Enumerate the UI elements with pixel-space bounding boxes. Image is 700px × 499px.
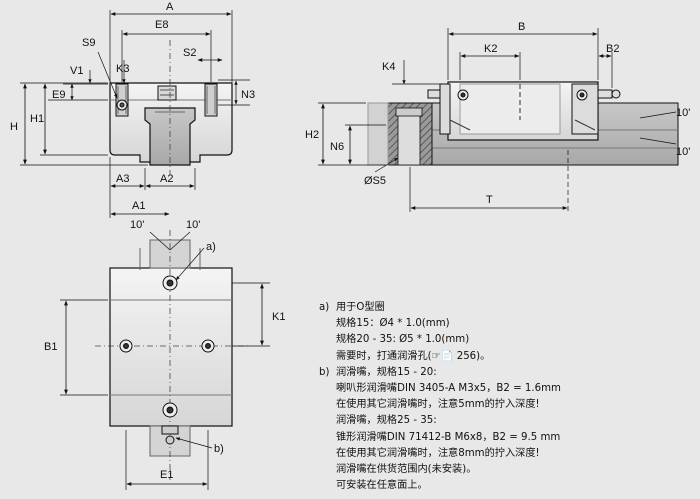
angle-label-3: 10' bbox=[130, 219, 144, 231]
note-a-line2: 规格15：Ø4 * 1.0(mm) bbox=[336, 318, 450, 330]
note-text: 用于O型圈 bbox=[336, 302, 385, 313]
dim-H1: H1 bbox=[30, 113, 44, 125]
dim-K1: K1 bbox=[272, 311, 285, 323]
note-a-line4: 需要时，打通润滑孔(☞📄 256)。 bbox=[336, 350, 491, 362]
dim-N3: N3 bbox=[241, 89, 255, 101]
dim-K4: K4 bbox=[382, 61, 395, 73]
note-b-line8: 可安装在任意面上。 bbox=[336, 480, 428, 492]
note-b-line4: 润滑嘴，规格25 - 35: bbox=[336, 415, 437, 427]
note-b-line5: 锥形润滑嘴DIN 71412-B M6x8，B2 = 9.5 mm bbox=[336, 431, 561, 443]
callout-b: b) bbox=[214, 443, 224, 455]
note-b-line7: 润滑嘴在供货范围内(未安装)。 bbox=[336, 464, 477, 476]
dim-V1: V1 bbox=[70, 65, 83, 77]
note-b-line6: 在使用其它润滑嘴时，注意8mm的拧入深度! bbox=[336, 447, 540, 459]
top-view bbox=[60, 230, 270, 490]
note-b-line3: 在使用其它润滑嘴时，注意5mm的拧入深度! bbox=[336, 399, 540, 411]
dim-S9: S9 bbox=[82, 37, 95, 49]
dim-H2: H2 bbox=[305, 129, 319, 141]
dim-A: A bbox=[166, 1, 174, 13]
note-a-key: a) bbox=[319, 302, 330, 313]
callout-a: a) bbox=[206, 241, 216, 253]
dim-N6: N6 bbox=[330, 141, 344, 153]
note-b-line2: 喇叭形润滑嘴DIN 3405-A M3x5，B2 = 1.6mm bbox=[336, 383, 561, 395]
dim-A2: A2 bbox=[160, 173, 173, 185]
side-view bbox=[318, 28, 679, 212]
dim-A3: A3 bbox=[116, 173, 129, 185]
dim-B: B bbox=[518, 21, 525, 33]
dim-K3: K3 bbox=[116, 63, 129, 75]
dim-B2: B2 bbox=[606, 43, 619, 55]
dim-E1: E1 bbox=[160, 469, 173, 481]
note-a-line3: 规格20 - 35: Ø5 * 1.0(mm) bbox=[336, 334, 470, 346]
angle-label-2: 10' bbox=[676, 146, 690, 158]
dim-T: T bbox=[486, 194, 493, 206]
dim-A1: A1 bbox=[132, 200, 145, 212]
front-view bbox=[20, 10, 250, 218]
notes-panel: a) 用于O型圈 规格15：Ø4 * 1.0(mm) 规格20 - 35: Ø5 … bbox=[319, 300, 689, 494]
note-text: 润滑嘴，规格15 - 20: bbox=[336, 366, 437, 378]
note-b-line1: b) 润滑嘴，规格15 - 20: bbox=[319, 365, 689, 381]
note-b-key: b) bbox=[319, 366, 330, 378]
angle-label-1: 10' bbox=[676, 107, 690, 119]
dimension-labels: A E8 S9 K3 V1 E9 S2 N3 H H1 A3 A2 A1 B K… bbox=[10, 1, 690, 481]
dim-S2: S2 bbox=[183, 47, 196, 59]
dim-E9: E9 bbox=[52, 89, 65, 101]
dim-H: H bbox=[10, 121, 18, 133]
dim-B1: B1 bbox=[44, 341, 57, 353]
angle-label-4: 10' bbox=[186, 219, 200, 231]
note-a-line1: a) 用于O型圈 bbox=[319, 300, 689, 316]
dim-S5: ØS5 bbox=[364, 175, 386, 187]
dim-E8: E8 bbox=[155, 19, 168, 31]
dim-K2: K2 bbox=[484, 43, 497, 55]
